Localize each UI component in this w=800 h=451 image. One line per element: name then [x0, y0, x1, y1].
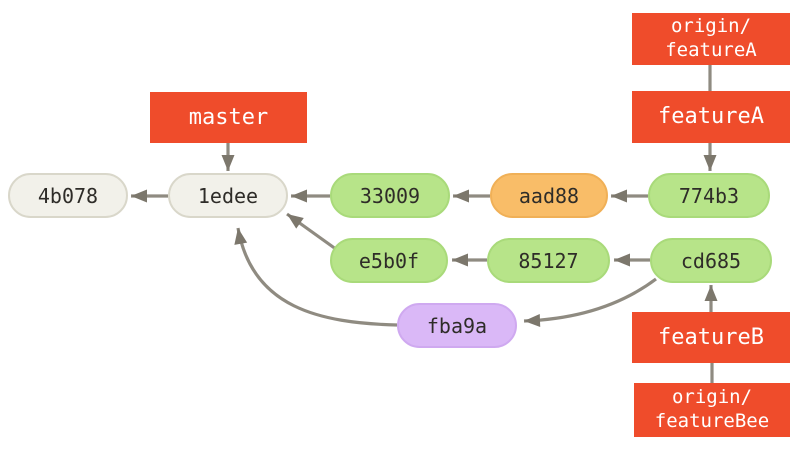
branch-label-origin-featureA: origin/ featureA — [632, 13, 790, 65]
branch-label-featureB: featureB — [632, 312, 790, 363]
branch-label-featureA: featureA — [632, 91, 790, 143]
branch-label-master: master — [150, 92, 307, 143]
commit-node-fba9a: fba9a — [397, 303, 517, 348]
edge-e5b0f-to-1edee — [286, 212, 341, 254]
commit-node-85127: 85127 — [487, 238, 610, 283]
commit-node-aad88: aad88 — [490, 173, 608, 218]
branch-label-origin-featureBee: origin/ featureBee — [634, 383, 790, 437]
commit-node-1edee: 1edee — [168, 173, 288, 218]
commit-node-33009: 33009 — [330, 173, 450, 218]
commit-node-e5b0f: e5b0f — [330, 238, 448, 283]
commit-node-774b3: 774b3 — [648, 173, 770, 218]
edge-cd685-to-fba9a — [523, 277, 657, 327]
commit-node-4b078: 4b078 — [8, 173, 128, 218]
commit-node-cd685: cd685 — [650, 238, 772, 283]
edge-fba9a-to-1edee — [234, 227, 398, 327]
